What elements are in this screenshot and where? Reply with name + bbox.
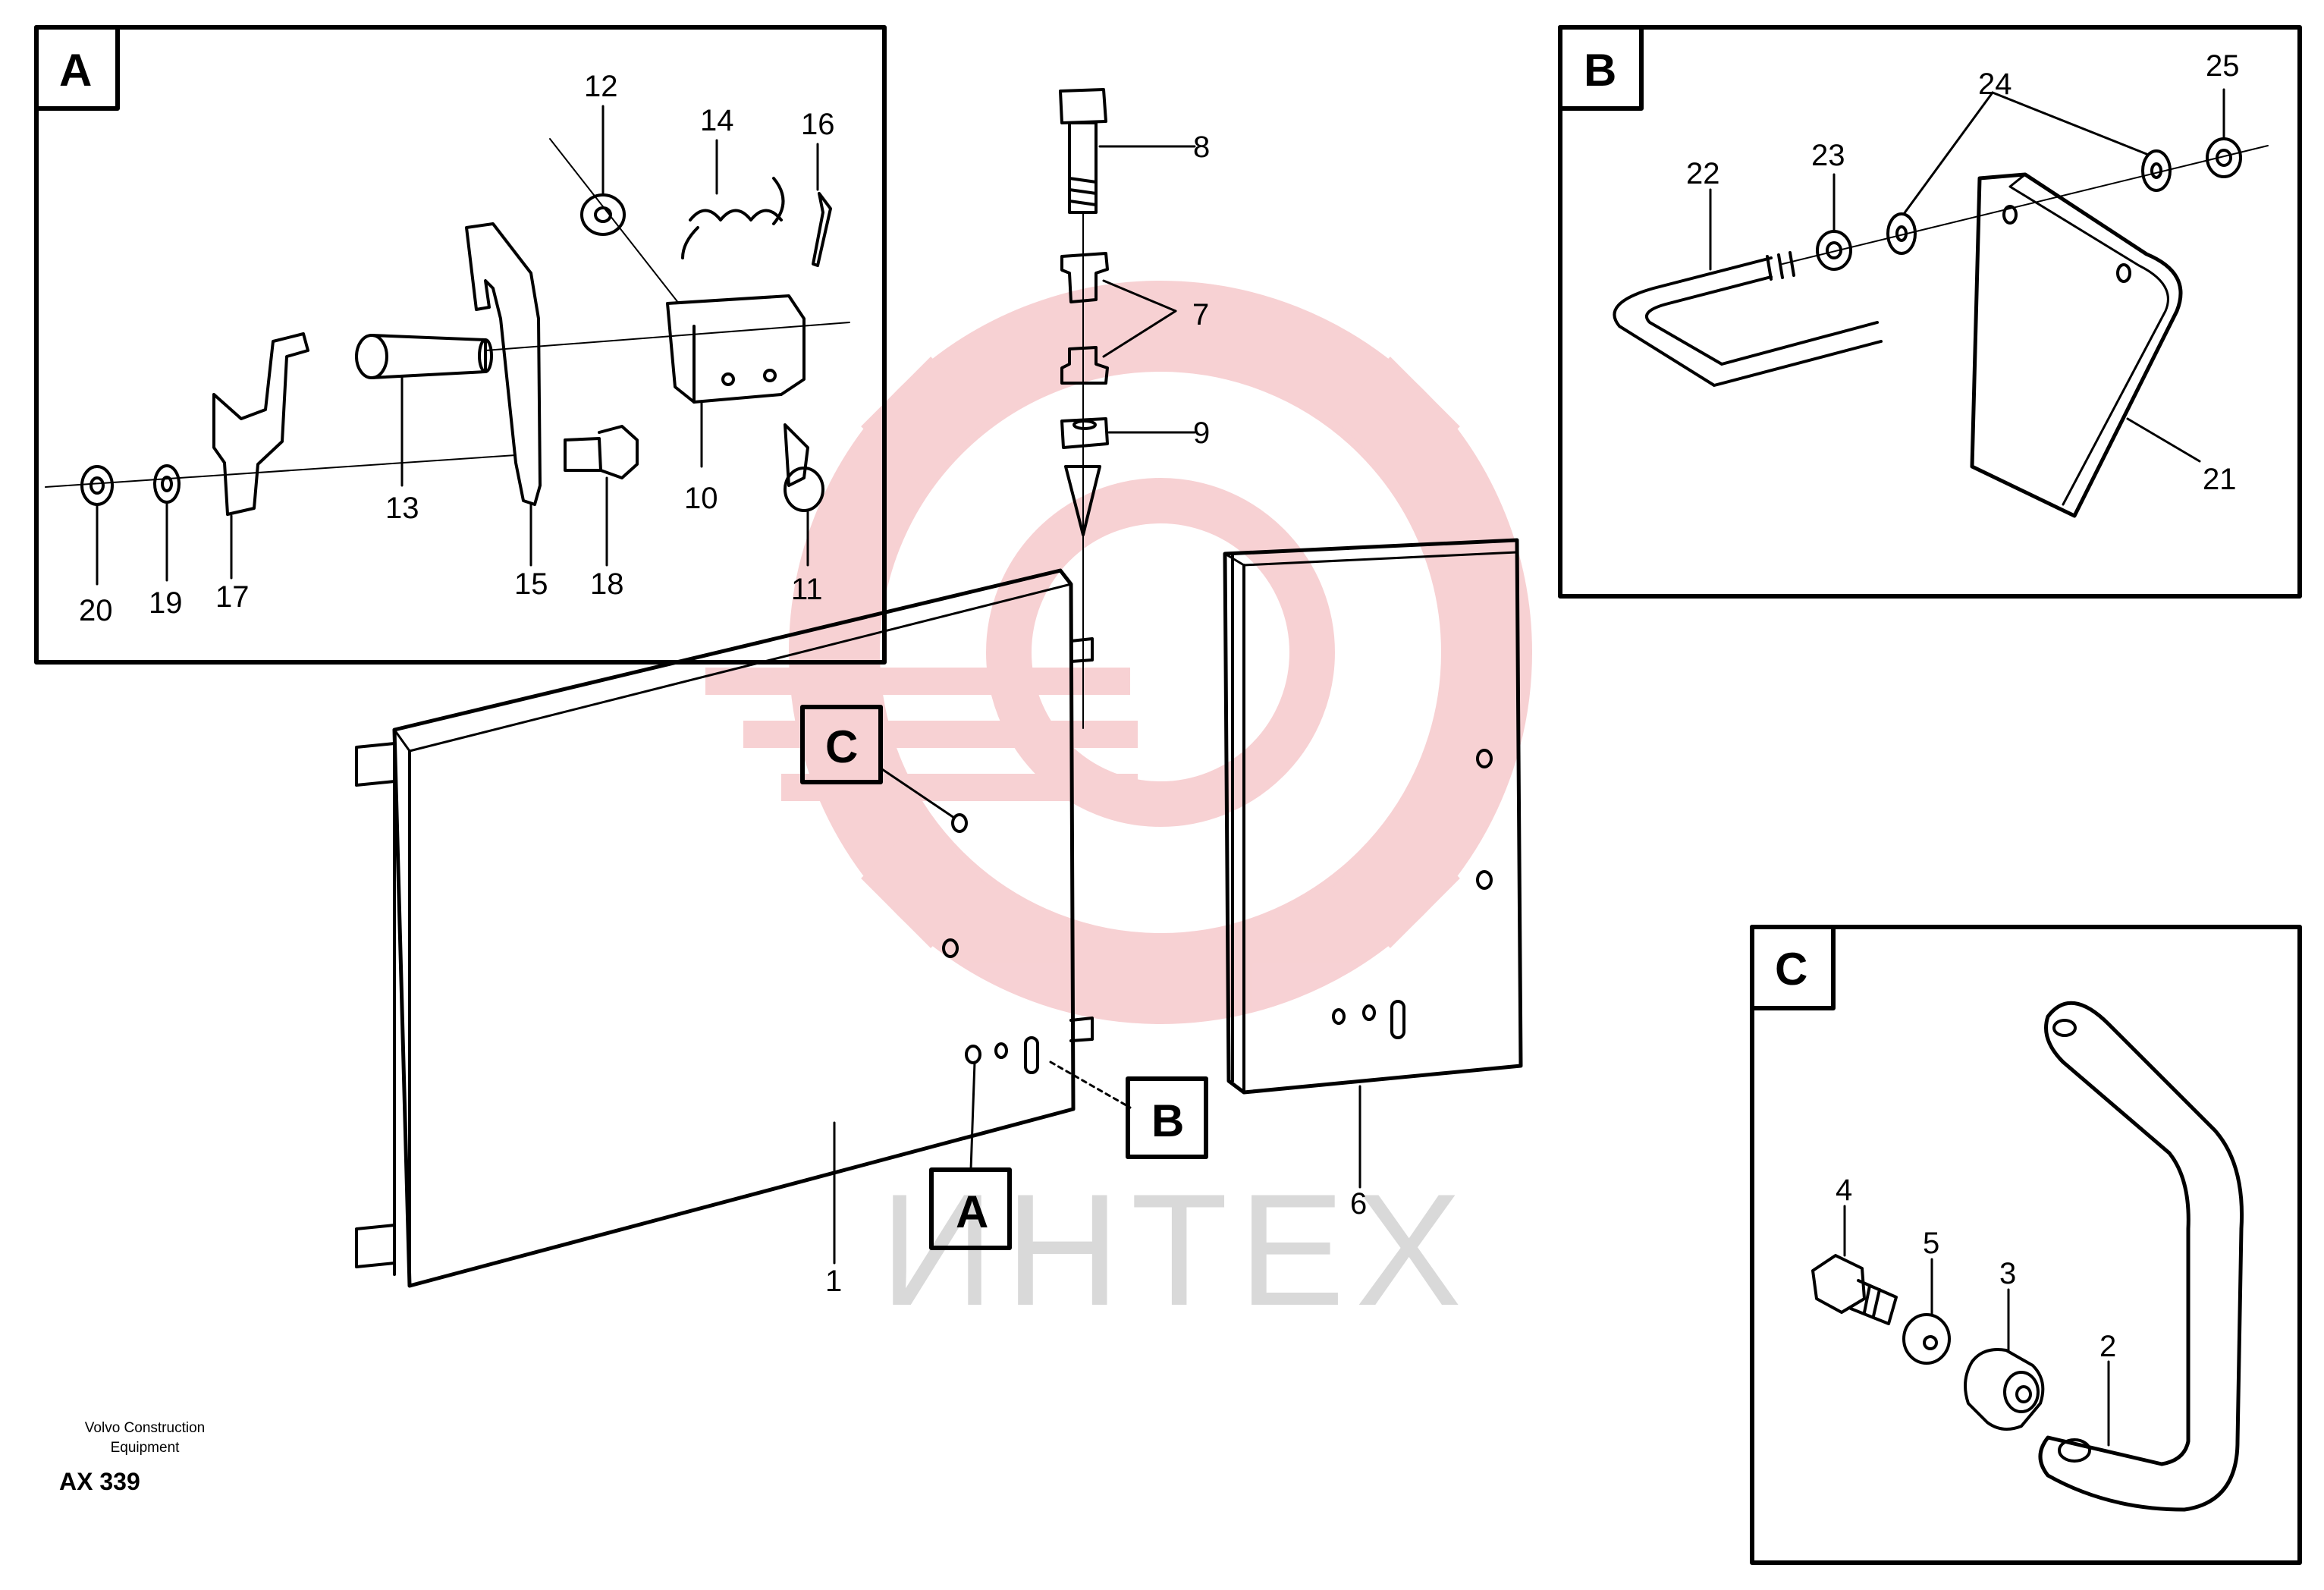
callout-b-letter: B <box>1151 1095 1184 1146</box>
part-4-bolt <box>1811 1254 1898 1325</box>
publisher-line-1: Volvo Construction <box>84 1420 206 1436</box>
label-part-19: 19 <box>149 586 183 620</box>
drawing-code: AX 339 <box>59 1468 140 1495</box>
part-10-bracket <box>666 294 806 404</box>
part-2-handle <box>2038 1001 2244 1512</box>
part-13-axis-line <box>485 322 850 351</box>
label-part-25: 25 <box>2206 49 2240 83</box>
label-part-6: 6 <box>1350 1187 1367 1221</box>
part-24-washer-b <box>2141 149 2172 192</box>
part-23-nut <box>1816 230 1852 271</box>
label-part-12: 12 <box>584 70 618 103</box>
callout-c-leader <box>878 766 956 819</box>
label-part-20: 20 <box>79 594 113 627</box>
leader-24b <box>1991 91 2148 156</box>
callout-a-leader <box>969 1061 976 1171</box>
part-11-screw <box>784 423 824 512</box>
part-24-washer-a <box>1886 212 1917 255</box>
label-part-4: 4 <box>1836 1174 1852 1207</box>
callout-a-letter: A <box>956 1186 988 1237</box>
part-14-spring <box>681 177 785 259</box>
callout-box-b <box>1126 1076 1208 1159</box>
detail-box-a-letter: A <box>59 45 92 96</box>
part-16-cotter-pin <box>812 192 832 267</box>
label-part-13: 13 <box>385 492 419 525</box>
part-17-axis-line <box>45 454 517 488</box>
label-part-17: 17 <box>215 580 250 614</box>
label-part-21: 21 <box>2203 463 2237 496</box>
label-part-7: 7 <box>1192 298 1209 332</box>
detail-box-b <box>1558 25 2302 599</box>
label-part-3: 3 <box>1999 1257 2016 1290</box>
part-19-washer <box>153 464 181 504</box>
part-12-axis-line <box>549 138 680 304</box>
detail-box-c-tab <box>1750 925 1836 1010</box>
part-5-washer <box>1902 1313 1951 1365</box>
label-part-1: 1 <box>825 1265 842 1298</box>
part-7-bushing-lower <box>1060 346 1109 385</box>
detail-box-c <box>1750 925 2302 1565</box>
part-15-plate <box>465 222 542 506</box>
part-12-nut <box>580 193 626 236</box>
label-part-16: 16 <box>801 108 835 141</box>
detail-box-c-letter: C <box>1775 944 1807 995</box>
part-25-nut <box>2206 137 2242 178</box>
label-part-18: 18 <box>590 567 624 601</box>
part-7-bushing-upper <box>1060 252 1109 303</box>
detail-box-a <box>34 25 887 665</box>
label-part-23: 23 <box>1811 139 1845 172</box>
detail-box-a-tab <box>34 25 120 111</box>
label-part-14: 14 <box>700 104 734 137</box>
label-part-24: 24 <box>1978 68 2012 101</box>
part-20-nut <box>80 465 114 506</box>
part-9-nut <box>1060 417 1109 449</box>
part-17-lever <box>212 332 309 516</box>
label-part-2: 2 <box>2099 1330 2116 1363</box>
label-part-9: 9 <box>1193 416 1210 450</box>
label-part-11: 11 <box>791 573 823 606</box>
box-b-axis-line <box>1782 145 2269 265</box>
leader-7b <box>1102 310 1177 358</box>
label-part-15: 15 <box>514 567 548 601</box>
part-1-panel <box>355 568 1094 1288</box>
callout-c-letter: C <box>825 721 858 772</box>
leader-7a <box>1102 279 1177 313</box>
detail-box-b-letter: B <box>1584 45 1616 96</box>
label-part-22: 22 <box>1686 157 1720 190</box>
leader-24a <box>1902 91 1994 215</box>
part-6-panel <box>1223 538 1523 1095</box>
label-part-8: 8 <box>1193 130 1210 164</box>
part-8-bolt <box>1059 88 1107 214</box>
leader-21 <box>2126 417 2201 463</box>
part-18-bolt <box>564 425 639 479</box>
watermark-gear-logo <box>705 281 1532 1024</box>
part-21-plate <box>1970 172 2183 518</box>
callout-b-leader <box>1049 1061 1132 1109</box>
assembly-arrow <box>1064 465 1101 536</box>
label-part-5: 5 <box>1923 1227 1939 1260</box>
callout-box-c <box>800 705 883 784</box>
label-part-10: 10 <box>684 482 718 515</box>
part-3-bushing <box>1964 1348 2045 1431</box>
detail-box-b-tab <box>1558 25 1644 111</box>
publisher-line-2: Equipment <box>110 1440 180 1456</box>
part-13-pin <box>355 334 493 379</box>
part-22-u-bolt <box>1613 251 1883 387</box>
